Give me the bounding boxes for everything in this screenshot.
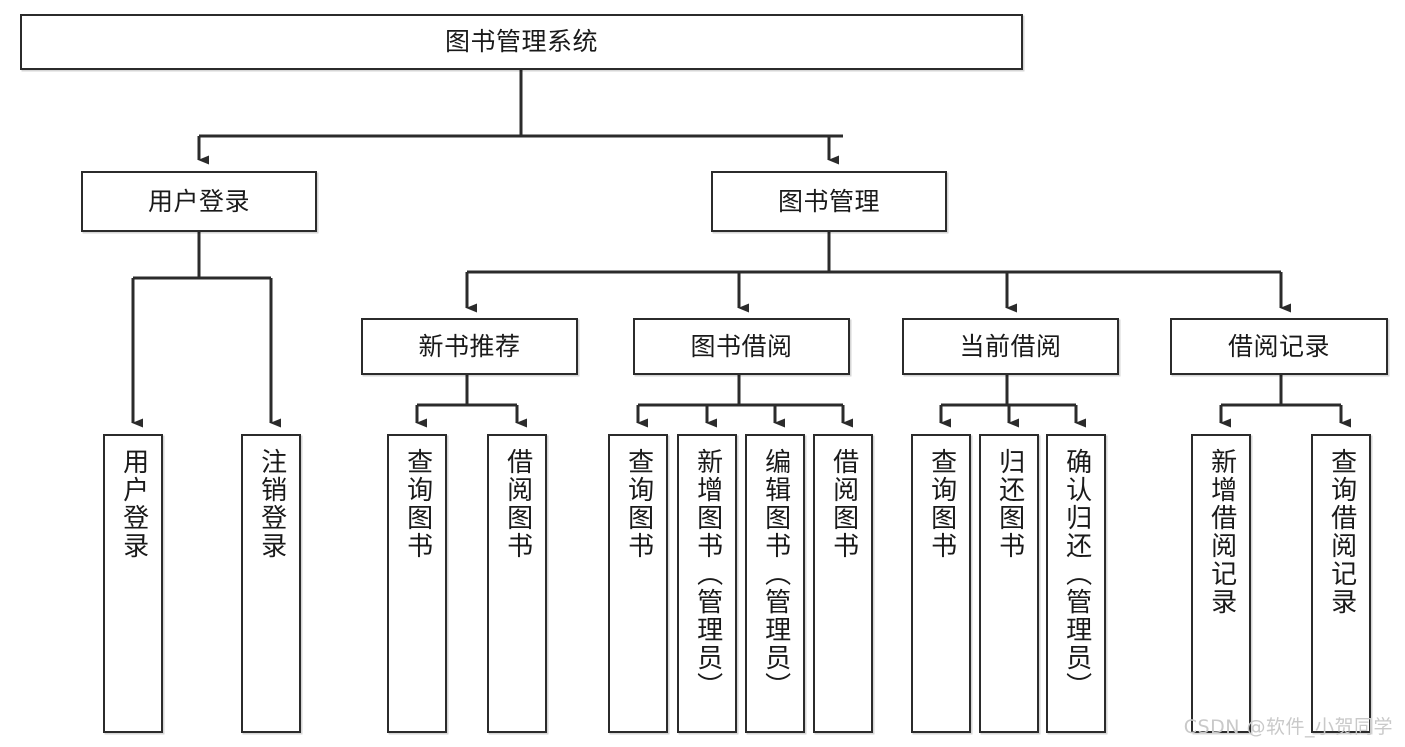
- node-leaf-user-login[interactable]: 用户登录: [103, 434, 163, 733]
- node-book-management[interactable]: 图书管理: [711, 171, 947, 232]
- node-label: 确认归还（管理员）: [1061, 448, 1092, 700]
- node-label: 新增借阅记录: [1206, 448, 1237, 616]
- node-label: 查询图书: [402, 448, 433, 560]
- node-label: 用户登录: [118, 448, 149, 560]
- node-label: 新增图书（管理员）: [692, 448, 723, 700]
- node-label: 图书借阅: [690, 331, 793, 361]
- node-leaf-add-borrow-record[interactable]: 新增借阅记录: [1191, 434, 1251, 733]
- node-leaf-query-borrow-record[interactable]: 查询借阅记录: [1311, 434, 1371, 733]
- node-current-borrow[interactable]: 当前借阅: [902, 318, 1119, 375]
- node-label: 查询图书: [926, 448, 957, 560]
- node-user-login[interactable]: 用户登录: [81, 171, 317, 232]
- node-label: 查询借阅记录: [1326, 448, 1357, 616]
- node-label: 用户登录: [147, 186, 250, 216]
- node-root-system[interactable]: 图书管理系统: [20, 14, 1023, 70]
- csdn-watermark: CSDN @软件_小贺同学: [1183, 716, 1393, 738]
- node-label: 借阅图书: [502, 448, 533, 560]
- node-leaf-borrow-book-recommend[interactable]: 借阅图书: [487, 434, 547, 733]
- node-leaf-confirm-return-admin[interactable]: 确认归还（管理员）: [1046, 434, 1106, 733]
- node-leaf-edit-book-admin[interactable]: 编辑图书（管理员）: [745, 434, 805, 733]
- node-leaf-query-book-current[interactable]: 查询图书: [911, 434, 971, 733]
- node-leaf-query-book-borrow[interactable]: 查询图书: [608, 434, 668, 733]
- node-leaf-add-book-admin[interactable]: 新增图书（管理员）: [677, 434, 737, 733]
- node-label: 归还图书: [994, 448, 1025, 560]
- node-label: 编辑图书（管理员）: [760, 448, 791, 700]
- node-label: 查询图书: [623, 448, 654, 560]
- node-label: 借阅图书: [828, 448, 859, 560]
- node-leaf-borrow-book[interactable]: 借阅图书: [813, 434, 873, 733]
- node-label: 新书推荐: [418, 331, 521, 361]
- node-leaf-return-book[interactable]: 归还图书: [979, 434, 1039, 733]
- node-new-book-recommend[interactable]: 新书推荐: [361, 318, 578, 375]
- node-borrow-record[interactable]: 借阅记录: [1170, 318, 1388, 375]
- node-leaf-query-book-recommend[interactable]: 查询图书: [387, 434, 447, 733]
- node-label: 注销登录: [256, 448, 287, 560]
- node-label: 图书管理: [777, 186, 880, 216]
- node-label: 当前借阅: [959, 331, 1062, 361]
- node-book-borrow[interactable]: 图书借阅: [633, 318, 850, 375]
- node-leaf-user-logout[interactable]: 注销登录: [241, 434, 301, 733]
- node-label: 图书管理系统: [444, 27, 598, 57]
- node-label: 借阅记录: [1227, 331, 1330, 361]
